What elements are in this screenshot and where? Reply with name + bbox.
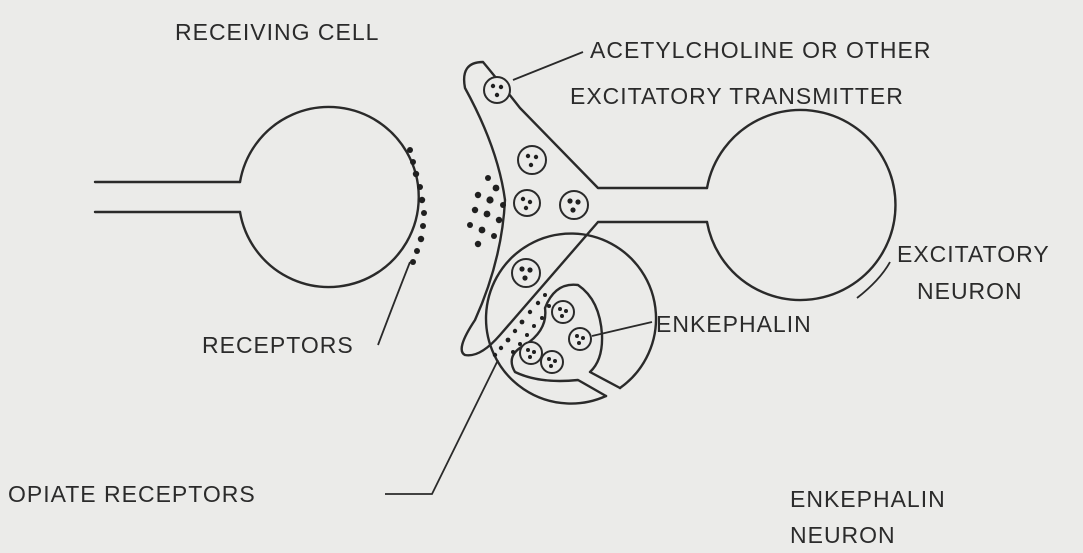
opiate-receptors-label: OPIATE RECEPTORS: [8, 481, 256, 507]
vesicle: [560, 191, 588, 219]
vesicle: [514, 190, 540, 216]
acetylcholine-leader: [513, 52, 583, 80]
vesicle: [520, 342, 542, 364]
vesicle: [541, 351, 563, 373]
receptors-leader: [378, 262, 410, 345]
acetylcholine-label-line2: EXCITATORY TRANSMITTER: [570, 83, 904, 109]
excitatory-neuron-label-line1: EXCITATORY: [897, 241, 1050, 267]
opiate-receptors-leader: [385, 360, 498, 494]
enkephalin-neuron-label-line2: NEURON: [790, 522, 896, 548]
receiving-cell-body: [240, 107, 419, 287]
acetylcholine-label-line1: ACETYLCHOLINE OR OTHER: [590, 37, 932, 63]
vesicle: [484, 77, 510, 103]
enkephalin-neuron-label-line1: ENKEPHALIN: [790, 486, 946, 512]
vesicle: [512, 259, 540, 287]
vesicle: [552, 301, 574, 323]
excitatory-neuron-body: [707, 110, 895, 300]
receptors-label: RECEPTORS: [202, 332, 354, 358]
receptor-dots: [407, 147, 427, 265]
excitatory-neuron-label-line2: NEURON: [917, 278, 1023, 304]
enkephalin-label: ENKEPHALIN: [656, 311, 812, 337]
receiving-cell-label: RECEIVING CELL: [175, 19, 379, 45]
vesicle: [569, 328, 591, 350]
vesicle: [518, 146, 546, 174]
receiving-cell: [95, 107, 419, 287]
